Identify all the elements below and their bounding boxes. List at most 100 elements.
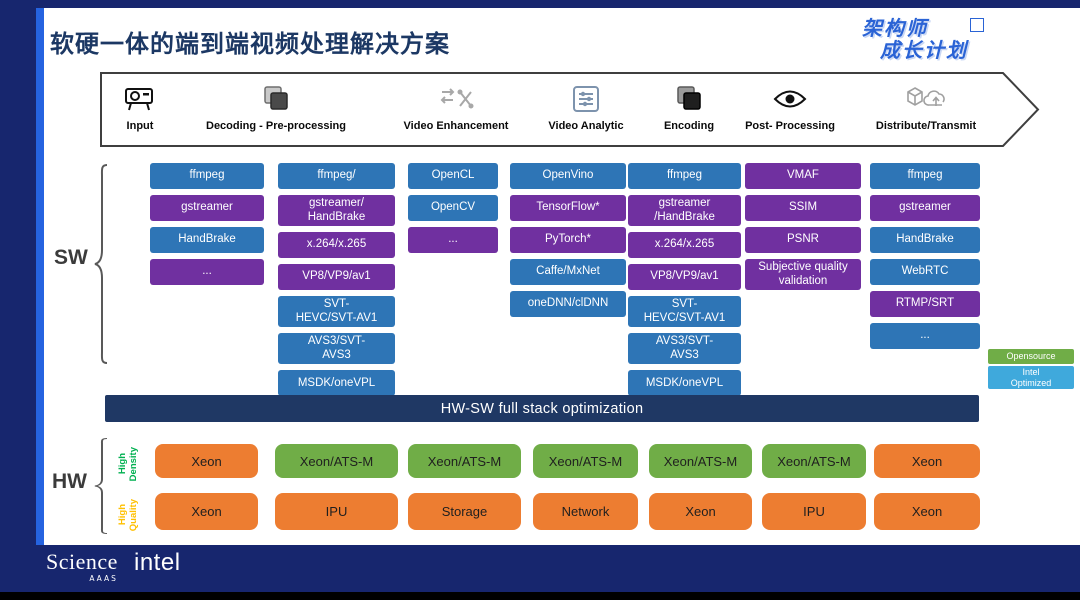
hw-label: HW	[52, 470, 87, 493]
sw-box: AVS3/SVT- AVS3	[628, 333, 741, 365]
sw-box: AVS3/SVT- AVS3	[278, 333, 395, 365]
pipeline-stage-label: Decoding - Pre-processing	[206, 120, 346, 132]
program-logo: 架构师 成长计划	[862, 18, 984, 63]
sw-box: HandBrake	[870, 227, 980, 253]
sw-box: gstreamer	[150, 195, 264, 221]
sw-box: ffmpeg	[870, 163, 980, 189]
intel-logo: intel	[134, 549, 181, 576]
hw-box: Xeon/ATS-M	[408, 444, 521, 478]
sw-box: PSNR	[745, 227, 861, 253]
sw-box: VMAF	[745, 163, 861, 189]
optimization-banner-text: HW-SW full stack optimization	[440, 400, 644, 417]
pipeline-stage-label: Video Enhancement	[403, 120, 509, 132]
enhance-icon	[366, 81, 546, 117]
legend-item: Intel Optimized	[988, 366, 1074, 390]
pipeline-stage-label: Distribute/Transmit	[875, 120, 977, 132]
pipeline-stage-4: Video Analytic	[496, 81, 676, 132]
hw-brace	[94, 438, 108, 534]
hw-box: Network	[533, 493, 638, 530]
pipeline-stage-3: Video Enhancement	[366, 81, 546, 132]
sw-column-3: OpenCL OpenCV...	[408, 163, 498, 253]
sw-box: Subjective quality validation	[745, 259, 861, 291]
pipeline-stage-label: Post- Processing	[745, 120, 835, 132]
hw-box: Xeon	[649, 493, 752, 530]
sliders-icon	[496, 81, 676, 117]
sw-box: RTMP/SRT	[870, 291, 980, 317]
sw-box: Caffe/MxNet	[510, 259, 626, 285]
sw-box: OpenCV	[408, 195, 498, 221]
slide: 软硬一体的端到端视频处理解决方案 架构师 成长计划 Input Decoding …	[44, 8, 1080, 545]
sw-box: MSDK/oneVPL	[278, 370, 395, 397]
hw-box: Xeon/ATS-M	[649, 444, 752, 478]
pipeline-stage-5: Encoding	[599, 81, 779, 132]
sw-box: x.264/x.265	[278, 232, 395, 259]
sw-box: OpenCL	[408, 163, 498, 189]
sw-brace	[94, 164, 108, 364]
sw-box: ffmpeg/	[278, 163, 395, 189]
sw-box: MSDK/oneVPL	[628, 370, 741, 397]
sw-box: SVT- HEVC/SVT-AV1	[278, 296, 395, 328]
sw-box: TensorFlow*	[510, 195, 626, 221]
pipeline-stage-label: Input	[126, 120, 154, 132]
pipeline: Input Decoding - Pre-processing Video Enha…	[100, 72, 1040, 147]
science-logo: Science AAAS	[46, 549, 118, 583]
sw-box: ffmpeg	[628, 163, 741, 189]
bottom-bar	[0, 592, 1080, 600]
page-title: 软硬一体的端到端视频处理解决方案	[50, 31, 450, 58]
hw-box: IPU	[762, 493, 866, 530]
hw-row-label-word: Quality	[128, 498, 139, 532]
hw-box: IPU	[275, 493, 398, 530]
program-logo-line1: 架构师	[862, 18, 928, 40]
sw-box: x.264/x.265	[628, 232, 741, 259]
sw-box: ffmpeg	[150, 163, 264, 189]
pipeline-stage-1: Input	[50, 81, 230, 132]
sw-label: SW	[54, 246, 88, 269]
sw-box: SVT- HEVC/SVT-AV1	[628, 296, 741, 328]
sw-box: ...	[150, 259, 264, 285]
pipeline-stage-label: Encoding	[663, 120, 715, 132]
hw-box: Storage	[408, 493, 521, 530]
left-accent-bar	[36, 8, 44, 545]
layers-icon	[186, 81, 366, 117]
sw-box: OpenVino	[510, 163, 626, 189]
pipeline-stage-2: Decoding - Pre-processing	[186, 81, 366, 132]
pipeline-arrow	[100, 72, 1040, 147]
sw-box: gstreamer	[870, 195, 980, 221]
sw-box: gstreamer /HandBrake	[628, 195, 741, 227]
sw-box: WebRTC	[870, 259, 980, 285]
encode-layers-icon	[599, 81, 779, 117]
hw-box: Xeon/ATS-M	[762, 444, 866, 478]
pipeline-stage-6: Post- Processing	[700, 81, 880, 132]
hw-box: Xeon/ATS-M	[275, 444, 398, 478]
science-logo-text: Science	[46, 549, 118, 574]
sw-box: VP8/VP9/av1	[278, 264, 395, 291]
sw-box: oneDNN/clDNN	[510, 291, 626, 317]
pipeline-stage-label: Video Analytic	[548, 120, 624, 132]
legend-item: Opensource	[988, 349, 1074, 364]
hw-box: Xeon/ATS-M	[533, 444, 638, 478]
program-logo-line2: 成长计划	[880, 40, 968, 63]
sw-box: ...	[408, 227, 498, 253]
pipeline-stage-7: Distribute/Transmit	[836, 81, 1016, 132]
hw-box: Xeon	[155, 444, 258, 478]
cube-cloud-icon	[836, 81, 1016, 117]
hw-box: Xeon	[874, 444, 980, 478]
hw-row-label-word: Density	[128, 446, 139, 482]
sw-box: PyTorch*	[510, 227, 626, 253]
hw-box: Xeon	[874, 493, 980, 530]
sw-box: gstreamer/ HandBrake	[278, 195, 395, 227]
projector-icon	[50, 81, 230, 117]
aaas-logo-text: AAAS	[89, 574, 118, 583]
program-logo-badge	[970, 18, 984, 32]
sw-box: HandBrake	[150, 227, 264, 253]
optimization-banner: HW-SW full stack optimization	[105, 395, 979, 422]
sw-box: ...	[870, 323, 980, 349]
